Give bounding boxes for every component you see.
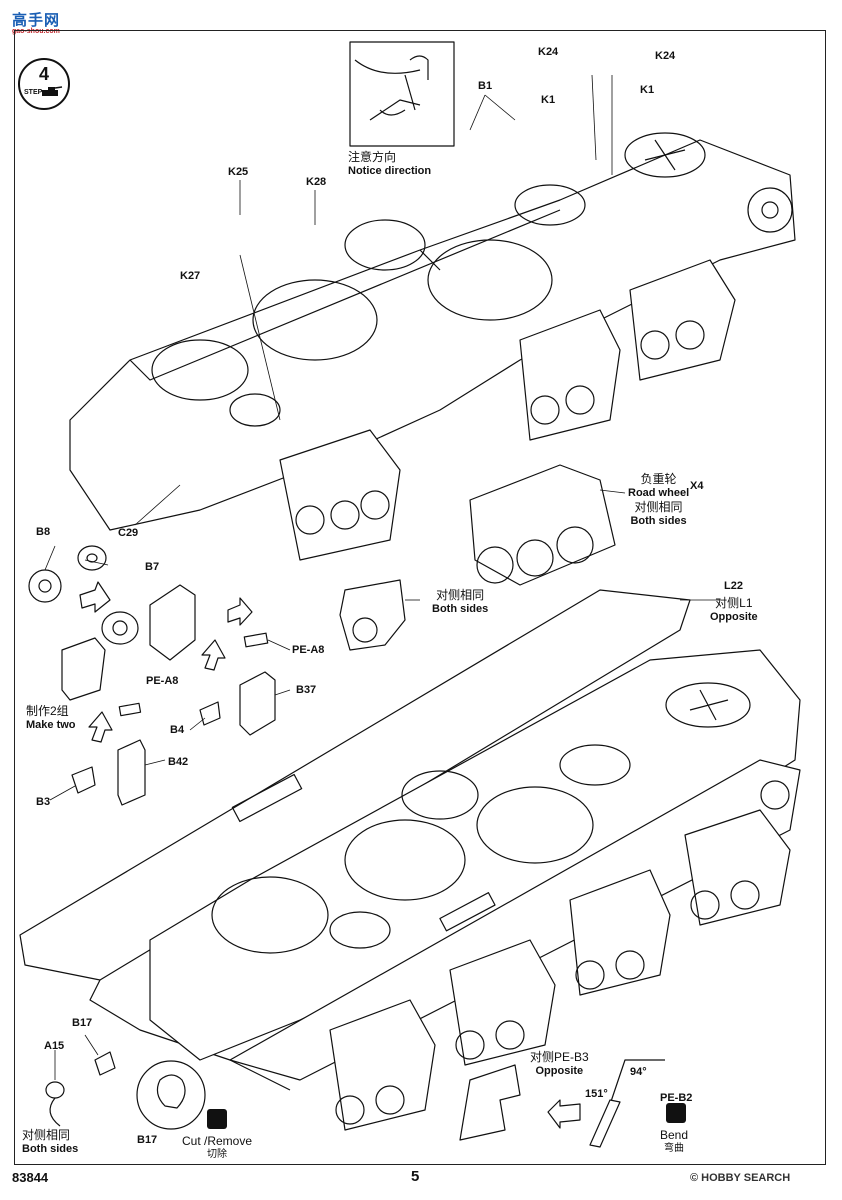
- both-sides-mid: 对侧相同 Both sides: [432, 588, 488, 616]
- notice-direction: 注意方向 Notice direction: [348, 150, 431, 178]
- step-label: STEP: [24, 89, 43, 96]
- flow-arrows: [79, 581, 581, 1129]
- watermark-site: gao-shou.com: [12, 28, 60, 35]
- road-wheel-note: 负重轮 Road wheel 对侧相同 Both sides: [628, 472, 689, 528]
- both-sides-bottom-cn: 对侧相同: [22, 1128, 71, 1142]
- bend-note: Bend 弯曲: [660, 1128, 688, 1156]
- label-k24-left: K24: [538, 46, 559, 58]
- bend-icon: [666, 1103, 686, 1123]
- label-b17-upper: B17: [72, 1017, 93, 1029]
- lower-suspension: [329, 780, 791, 1131]
- road-wheel-both-cn: 对侧相同: [634, 500, 683, 514]
- label-pe-b2: PE-B2: [660, 1092, 693, 1104]
- watermark-logo: 高手网 gao-shou.com: [6, 4, 76, 38]
- angle-151: 151°: [585, 1088, 608, 1100]
- make-two-cn: 制作2组: [26, 704, 69, 718]
- make-two-en: Make two: [26, 719, 76, 731]
- both-sides-bottom: 对侧相同 Both sides: [22, 1128, 78, 1156]
- pe-b3-cn: 对侧PE-B3: [530, 1050, 589, 1064]
- label-b1: B1: [478, 80, 493, 92]
- both-sides-bottom-en: Both sides: [22, 1143, 79, 1155]
- upper-suspension: [279, 187, 793, 561]
- label-k27: K27: [180, 270, 201, 282]
- notice-detail-box: [349, 41, 455, 147]
- label-k1-right: K1: [640, 84, 655, 96]
- sprocket-subassembly: [28, 545, 196, 701]
- label-b37: B37: [296, 684, 317, 696]
- watermark-title: 高手网: [12, 12, 61, 29]
- step-badge: 4 STEP: [18, 58, 70, 110]
- lower-hull: [19, 589, 801, 1091]
- label-b17-lower: B17: [137, 1134, 158, 1146]
- tank-icon: [42, 86, 63, 96]
- pe-b3-en: Opposite: [535, 1065, 584, 1077]
- a15-part: [45, 1081, 65, 1099]
- label-b3: B3: [36, 796, 51, 808]
- road-wheel-qty: X4: [690, 480, 704, 492]
- footer-page-number: 5: [411, 1168, 420, 1185]
- road-wheel-both-en: Both sides: [630, 515, 687, 527]
- angle-94: 94°: [630, 1066, 647, 1078]
- label-c29: C29: [118, 527, 139, 539]
- bend-en: Bend: [660, 1128, 689, 1142]
- make-two-note: 制作2组 Make two: [26, 704, 76, 732]
- cut-remove-cn: 切除: [207, 1149, 228, 1160]
- b17-detail-circle: [136, 1060, 206, 1130]
- b17-part: [94, 1051, 116, 1076]
- label-pe-a8-lower: PE-A8: [146, 675, 179, 687]
- label-a15: A15: [44, 1040, 65, 1052]
- road-wheel-assembly: [469, 464, 616, 586]
- notice-cn: 注意方向: [348, 150, 397, 164]
- page-frame: [14, 30, 826, 1165]
- notice-en: Notice direction: [348, 165, 432, 177]
- cut-remove-note: Cut /Remove 切除: [182, 1134, 252, 1162]
- opposite-l1: 对侧L1 Opposite: [710, 596, 758, 624]
- cut-remove-en: Cut /Remove: [182, 1134, 253, 1148]
- both-sides-mid-en: Both sides: [432, 603, 489, 615]
- label-b7: B7: [145, 561, 160, 573]
- footer-source: © HOBBY SEARCH: [690, 1172, 791, 1184]
- b17-cut-part: [156, 1074, 186, 1109]
- label-k1-left: K1: [541, 94, 556, 106]
- footer-kit-code: 83844: [12, 1170, 49, 1185]
- opposite-l1-en: Opposite: [710, 611, 758, 623]
- label-pe-a8-upper: PE-A8: [292, 644, 325, 656]
- road-wheel-cn: 负重轮: [640, 472, 677, 486]
- pe-b3-note: 对侧PE-B3 Opposite: [530, 1050, 589, 1078]
- bend-cn: 弯曲: [664, 1143, 685, 1154]
- both-sides-mid-cn: 对侧相同: [436, 588, 485, 602]
- leader-lines: [44, 74, 720, 1080]
- cut-icon: [207, 1109, 227, 1129]
- mudguard-part: [339, 579, 406, 651]
- label-k25: K25: [228, 166, 249, 178]
- label-k28: K28: [306, 176, 327, 188]
- step-number: 4: [38, 64, 49, 84]
- opposite-l1-cn: 对侧L1: [715, 596, 753, 610]
- pe-b3-part: [459, 1064, 521, 1141]
- label-b4: B4: [170, 724, 185, 736]
- road-wheel-en: Road wheel: [628, 487, 690, 499]
- label-k24-right: K24: [655, 50, 676, 62]
- label-b42: B42: [168, 756, 189, 768]
- label-b8: B8: [36, 526, 51, 538]
- label-l22: L22: [724, 580, 743, 592]
